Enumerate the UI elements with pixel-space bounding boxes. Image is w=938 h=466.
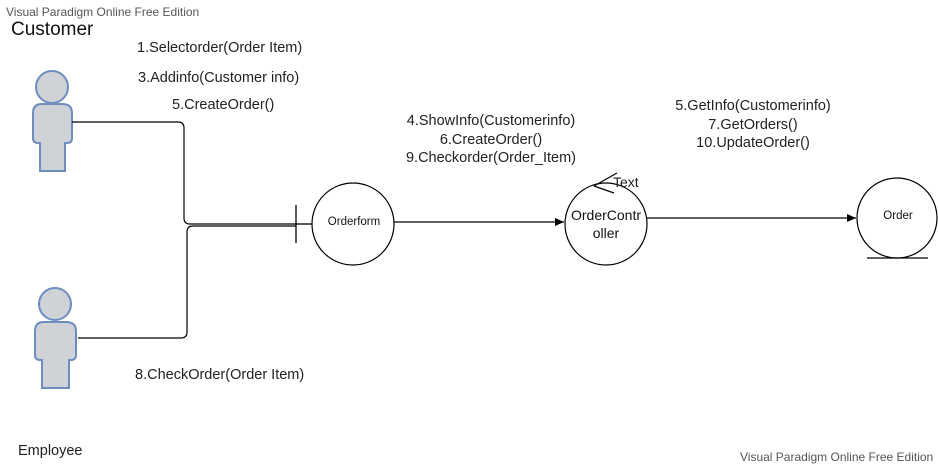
- order-entity[interactable]: [856, 177, 938, 259]
- employee-to-orderform-link[interactable]: [78, 225, 296, 339]
- message-6: 6.CreateOrder(): [439, 132, 543, 148]
- employee-actor-icon[interactable]: [34, 287, 77, 389]
- message-8: 8.CheckOrder(Order Item): [135, 367, 305, 383]
- controller-label-line1: OrderContr: [570, 207, 642, 223]
- controller-label-line2: oller: [592, 225, 620, 241]
- employee-label: Employee: [18, 443, 83, 459]
- order-label: Order: [883, 210, 913, 222]
- message-7: 7.GetOrders(): [708, 117, 798, 133]
- controller-note-text: Text: [613, 174, 639, 190]
- message-5: 5.CreateOrder(): [172, 97, 275, 113]
- orderform-boundary[interactable]: [295, 182, 395, 266]
- message-9: 9.Checkorder(Order_Item): [405, 150, 577, 166]
- customer-label: Customer: [11, 19, 94, 40]
- message-10: 10.UpdateOrder(): [696, 135, 810, 151]
- orderform-label: Orderform: [327, 216, 381, 228]
- message-3: 3.Addinfo(Customer info): [138, 70, 300, 86]
- customer-actor-icon[interactable]: [32, 70, 73, 172]
- customer-to-orderform-link[interactable]: [72, 121, 296, 225]
- message-1: 1.Selectorder(Order Item): [137, 40, 303, 56]
- watermark-bottom: Visual Paradigm Online Free Edition: [740, 450, 934, 464]
- message-4: 4.ShowInfo(Customerinfo): [406, 113, 576, 129]
- message-5b: 5.GetInfo(Customerinfo): [675, 98, 831, 114]
- watermark-top: Visual Paradigm Online Free Edition: [6, 5, 200, 19]
- ordercontroller-control[interactable]: [564, 172, 648, 266]
